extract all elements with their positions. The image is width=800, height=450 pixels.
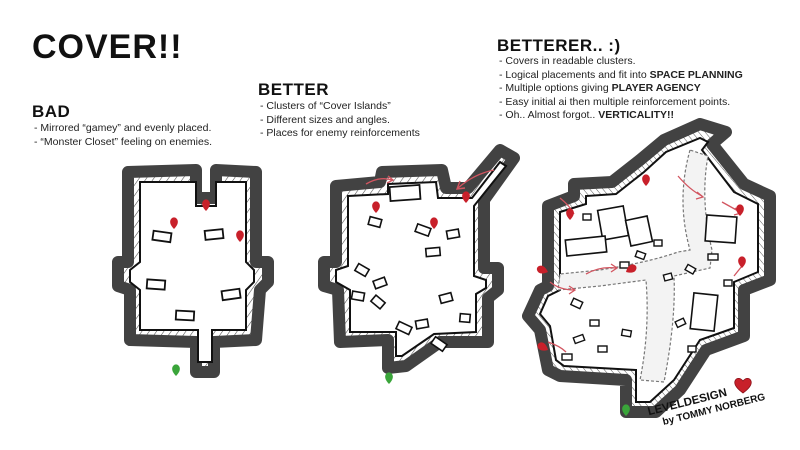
map-bad-floor	[129, 181, 255, 363]
betterer-heading: BETTERER.. :)	[497, 36, 621, 55]
better-notes: - Clusters of “Cover Islands” - Differen…	[260, 100, 420, 141]
heart-icon	[734, 377, 752, 394]
map-bad	[112, 164, 274, 378]
map-better-raised-block	[388, 184, 422, 202]
better-note-3: - Places for enemy reinforcements	[260, 127, 420, 139]
player-pin	[172, 364, 180, 376]
map-better	[318, 144, 520, 384]
betterer-note-2: - Logical placements and fit into SPACE …	[499, 68, 743, 81]
map-better-covers	[350, 215, 472, 353]
bad-heading: BAD	[32, 102, 71, 121]
bad-note-1: - Mirrored “gamey” and evenly placed.	[34, 122, 212, 134]
bad-note-2: - “Monster Closet” feeling on enemies.	[34, 135, 212, 148]
map-better-arrows	[365, 169, 495, 190]
map-betterer-buildings	[564, 205, 738, 333]
better-note-1: - Clusters of “Cover Islands”	[260, 100, 391, 112]
better-heading: BETTER	[258, 80, 329, 99]
bad-notes: - Mirrored “gamey” and evenly placed. - …	[34, 122, 212, 149]
betterer-note-1: - Covers in readable clusters.	[499, 55, 636, 67]
betterer-note-4: - Easy initial ai then multiple reinforc…	[499, 95, 731, 108]
betterer-note-5: - Oh.. Almost forgot.. VERTICALITY!!	[499, 109, 675, 121]
page-title: COVER!!	[32, 28, 183, 66]
map-bad-covers	[145, 228, 242, 322]
better-note-2: - Different sizes and angles.	[260, 113, 390, 126]
betterer-notes: - Covers in readable clusters. - Logical…	[499, 55, 743, 123]
betterer-note-3: - Multiple options giving PLAYER AGENCY	[499, 82, 701, 94]
player-pin	[385, 372, 393, 384]
map-betterer	[522, 118, 776, 418]
map-betterer-covers	[561, 213, 733, 361]
